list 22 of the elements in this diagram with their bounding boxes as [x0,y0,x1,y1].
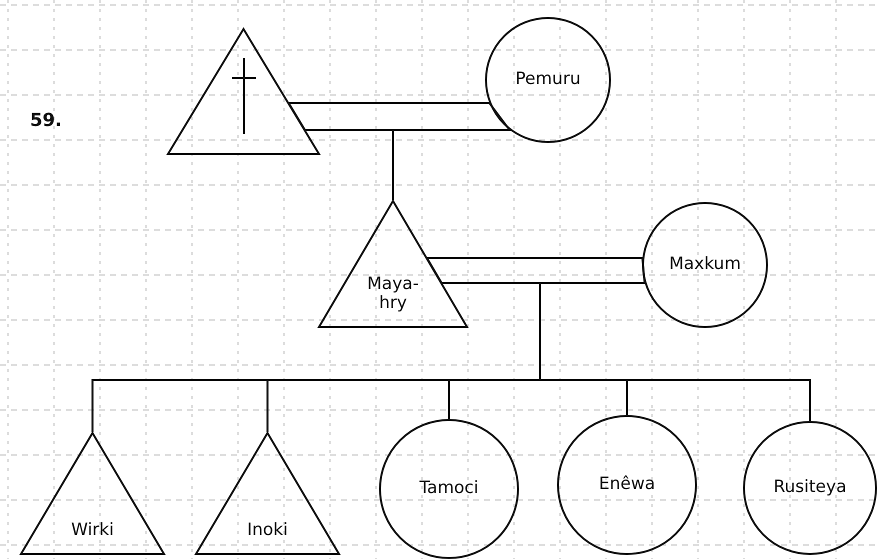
person-name: Maxkum [669,255,741,275]
person-name: Enêwa [598,475,656,495]
person-name: Maya- hry [366,274,420,314]
descent-line [392,129,510,200]
female-circle [557,415,697,555]
female-circle [379,419,519,559]
marriage-line [286,102,512,131]
female-circle [642,202,768,328]
male-triangle [318,200,468,328]
person-name: Inoki [247,521,288,541]
male-triangle [20,432,165,555]
person-name: Wirki [71,521,114,541]
person-name: Tamoci [419,479,479,499]
case-number: 59. [30,110,62,131]
male-triangle [167,28,320,155]
person-name: Pemuru [515,70,581,90]
person-name: Rusiteya [773,478,846,498]
female-circle [485,17,611,143]
male-triangle [195,432,340,555]
marriage-line [425,257,646,284]
descent-line [539,282,811,421]
female-circle [743,421,877,555]
